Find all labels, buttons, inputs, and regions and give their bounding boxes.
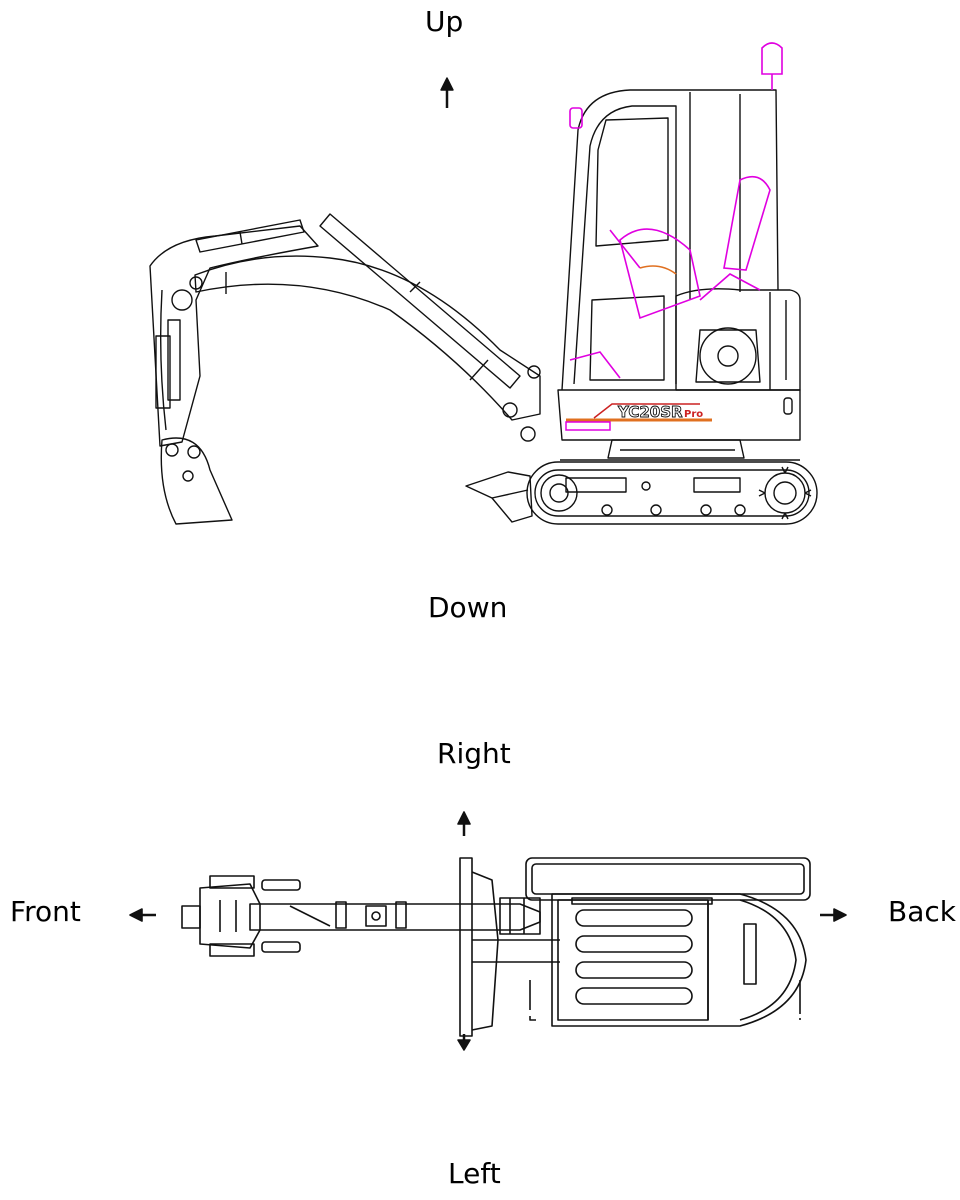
operator-overlay <box>569 42 783 379</box>
boom-cylinder <box>319 213 521 389</box>
excavator-side-view: YC20SR Pro <box>149 42 818 525</box>
boom-top <box>249 897 541 935</box>
left-label: Left <box>448 1157 501 1190</box>
model-badge-text: YC20SR <box>617 403 683 421</box>
dozer-blade-top <box>459 857 560 1037</box>
up-label: Up <box>425 5 464 38</box>
track-undercarriage <box>526 459 818 525</box>
front-label: Front <box>10 895 81 928</box>
operator-cab <box>561 89 779 391</box>
bucket-cylinder <box>155 319 181 409</box>
upper-structure-top <box>551 893 807 1027</box>
right-track <box>525 857 811 901</box>
left-arrow-icon <box>457 1034 471 1051</box>
bucket-top <box>181 875 301 957</box>
dozer-blade <box>465 471 533 523</box>
front-arrow-icon <box>129 908 156 922</box>
right-label: Right <box>437 737 511 770</box>
up-arrow-icon <box>440 77 454 108</box>
back-label: Back <box>888 895 956 928</box>
left-track <box>529 980 801 1021</box>
engine-hood <box>557 288 801 441</box>
right-arrow-icon <box>457 811 471 836</box>
down-label: Down <box>428 591 508 624</box>
model-badge: YC20SR Pro <box>565 403 712 431</box>
boom <box>194 255 541 442</box>
arm <box>149 225 319 447</box>
bucket <box>160 437 233 525</box>
model-badge-suffix: Pro <box>684 409 703 420</box>
back-arrow-icon <box>820 908 847 922</box>
arm-cylinder <box>195 219 305 253</box>
